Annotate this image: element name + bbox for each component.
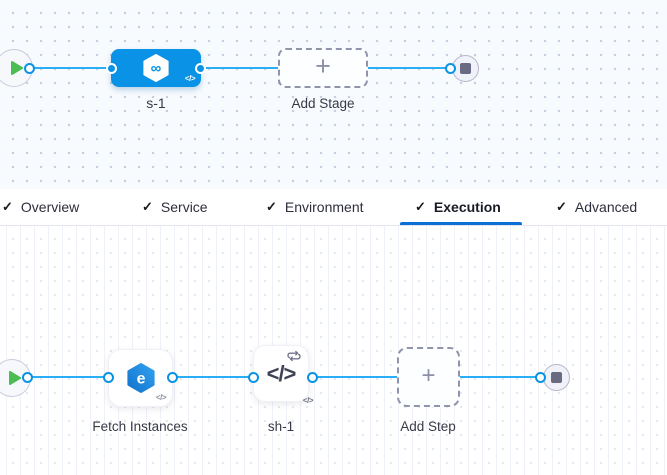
stop-icon bbox=[550, 372, 562, 383]
add-step-button[interactable]: + bbox=[397, 347, 460, 407]
stage-config-tabs: ✓ Overview ✓ Service ✓ Environment ✓ Exe… bbox=[0, 189, 667, 226]
stop-icon bbox=[459, 62, 471, 74]
play-icon bbox=[9, 371, 21, 385]
end-in-connector[interactable] bbox=[444, 62, 456, 74]
edge-stage-to-addstage bbox=[198, 66, 279, 70]
step-node-fetch-instances[interactable]: e </> bbox=[108, 349, 173, 407]
check-icon: ✓ bbox=[266, 199, 277, 214]
stage-in-connector[interactable] bbox=[105, 62, 117, 74]
pipeline-end-node[interactable] bbox=[451, 54, 479, 82]
shell-node-label: sh-1 bbox=[267, 419, 295, 434]
code-icon: </> bbox=[302, 396, 314, 405]
stage-out-connector[interactable] bbox=[194, 62, 206, 74]
check-icon: ✓ bbox=[415, 199, 426, 214]
start-out-connector[interactable] bbox=[23, 62, 35, 74]
tab-environment[interactable]: ✓ Environment bbox=[266, 189, 364, 225]
shell-out-connector[interactable] bbox=[306, 372, 318, 383]
tab-label: Execution bbox=[433, 199, 501, 215]
tab-label: Service bbox=[160, 199, 208, 215]
plus-icon: + bbox=[315, 51, 331, 81]
svg-text:e: e bbox=[136, 371, 145, 388]
edge-start-to-stage bbox=[28, 66, 112, 70]
stage-node-label: s-1 bbox=[146, 95, 166, 111]
play-icon bbox=[11, 61, 23, 75]
active-tab-indicator bbox=[400, 222, 522, 225]
end-in-connector[interactable] bbox=[534, 372, 546, 383]
add-stage-button[interactable]: + bbox=[278, 48, 368, 88]
tab-label: Advanced bbox=[574, 199, 638, 215]
step-node-sh1[interactable]: </> </> bbox=[253, 345, 314, 405]
fetch-instances-hexagon-icon: e bbox=[126, 362, 156, 394]
tab-label: Overview bbox=[20, 199, 80, 215]
svg-text:∞: ∞ bbox=[151, 60, 162, 77]
check-icon: ✓ bbox=[142, 199, 153, 214]
tab-execution[interactable]: ✓ Execution bbox=[415, 189, 501, 225]
execution-end-node[interactable] bbox=[542, 364, 570, 391]
edge-addstage-to-end bbox=[367, 66, 451, 70]
check-icon: ✓ bbox=[2, 199, 13, 214]
tab-overview[interactable]: ✓ Overview bbox=[2, 189, 79, 225]
plus-icon: + bbox=[421, 361, 436, 389]
add-stage-label: Add Stage bbox=[291, 96, 355, 111]
tab-label: Environment bbox=[284, 199, 364, 215]
check-icon: ✓ bbox=[556, 199, 567, 214]
add-step-label: Add Step bbox=[400, 419, 456, 434]
code-icon: </> bbox=[266, 360, 297, 386]
edge-start-to-fetch bbox=[27, 375, 108, 379]
edge-addstep-to-end bbox=[459, 375, 541, 379]
fetch-out-connector[interactable] bbox=[167, 372, 178, 383]
code-icon: </> bbox=[155, 393, 167, 402]
stage-node-s1[interactable]: ∞ </> bbox=[111, 49, 201, 87]
pipeline-hexagon-icon: ∞ bbox=[142, 53, 170, 83]
stage-graph-canvas[interactable]: ∞ </> s-1 + Add Stage bbox=[0, 0, 667, 189]
edge-shell-to-addstep bbox=[312, 375, 398, 379]
fetch-node-label: Fetch Instances bbox=[92, 419, 188, 434]
execution-graph-canvas[interactable]: e </> Fetch Instances </> </> sh-1 bbox=[0, 226, 667, 475]
fetch-in-connector[interactable] bbox=[102, 372, 114, 383]
tab-service[interactable]: ✓ Service bbox=[142, 189, 208, 225]
loop-icon bbox=[286, 349, 302, 367]
edge-fetch-to-shell bbox=[172, 375, 253, 379]
tab-advanced[interactable]: ✓ Advanced bbox=[556, 189, 637, 225]
shell-in-connector[interactable] bbox=[247, 372, 259, 383]
start-out-connector[interactable] bbox=[21, 372, 33, 383]
code-icon: </> bbox=[184, 74, 196, 83]
